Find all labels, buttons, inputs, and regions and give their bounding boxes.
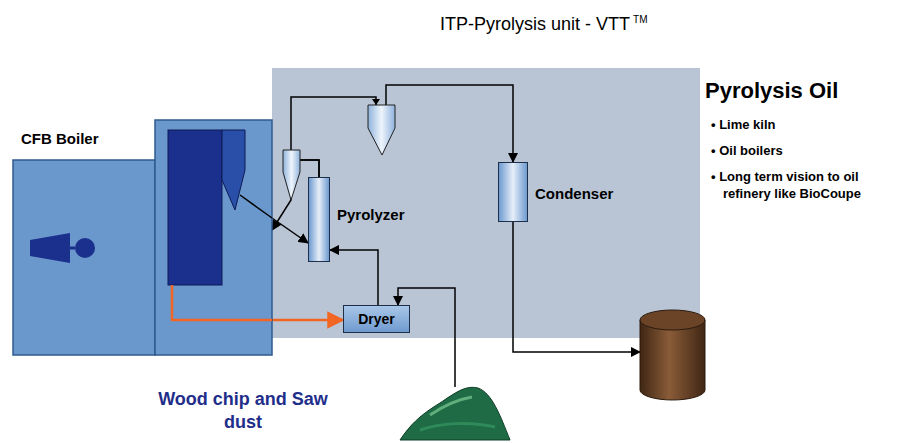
- diagram-title: ITP-Pyrolysis unit - VTT: [440, 14, 630, 35]
- pyrolyzer-label: Pyrolyzer: [337, 206, 405, 223]
- arrow-head: [372, 99, 380, 105]
- oil-bullet: • Long term vision to oil refinery like …: [711, 168, 893, 202]
- oil-heading: Pyrolysis Oil: [705, 78, 890, 104]
- boiler-drawing: [13, 120, 272, 355]
- title-row: ITP-Pyrolysis unit - VTTTM: [440, 14, 647, 35]
- oil-text-block: Pyrolysis Oil • Lime kiln • Oil boilers • L…: [705, 78, 890, 211]
- boiler-node: CFB Boiler: [13, 120, 272, 355]
- flow-arrow: [513, 222, 640, 352]
- cyclone: [283, 150, 300, 200]
- flow-arrow: [330, 250, 378, 305]
- pyrolyzer-column: Pyrolyzer: [308, 177, 330, 262]
- oil-bullet: • Lime kiln: [711, 116, 893, 133]
- trademark-mark: TM: [633, 14, 647, 25]
- condenser-label: Condenser: [535, 185, 613, 202]
- oil-bullet: • Oil boilers: [711, 142, 893, 159]
- wood-label: Wood chip and Saw dust: [158, 388, 328, 434]
- dryer-box: Dryer: [343, 305, 410, 333]
- barrel-drawing: [640, 310, 705, 400]
- boiler-label: CFB Boiler: [21, 130, 99, 147]
- wood-pile: Wood chip and Saw dust: [400, 385, 510, 440]
- cyclone: [368, 105, 395, 155]
- flue-gas-line: [272, 319, 343, 322]
- flow-arrow: [398, 288, 455, 387]
- pyrolysis-unit-region: [272, 68, 700, 338]
- flow-arrow: [291, 85, 513, 177]
- condenser-column: Condenser: [498, 162, 528, 222]
- wood-pile-drawing: [400, 385, 510, 440]
- dryer-label: Dryer: [358, 311, 395, 327]
- oil-barrel: Pyrolysis Oil• Lime kiln• Oil boilers• L…: [640, 310, 705, 400]
